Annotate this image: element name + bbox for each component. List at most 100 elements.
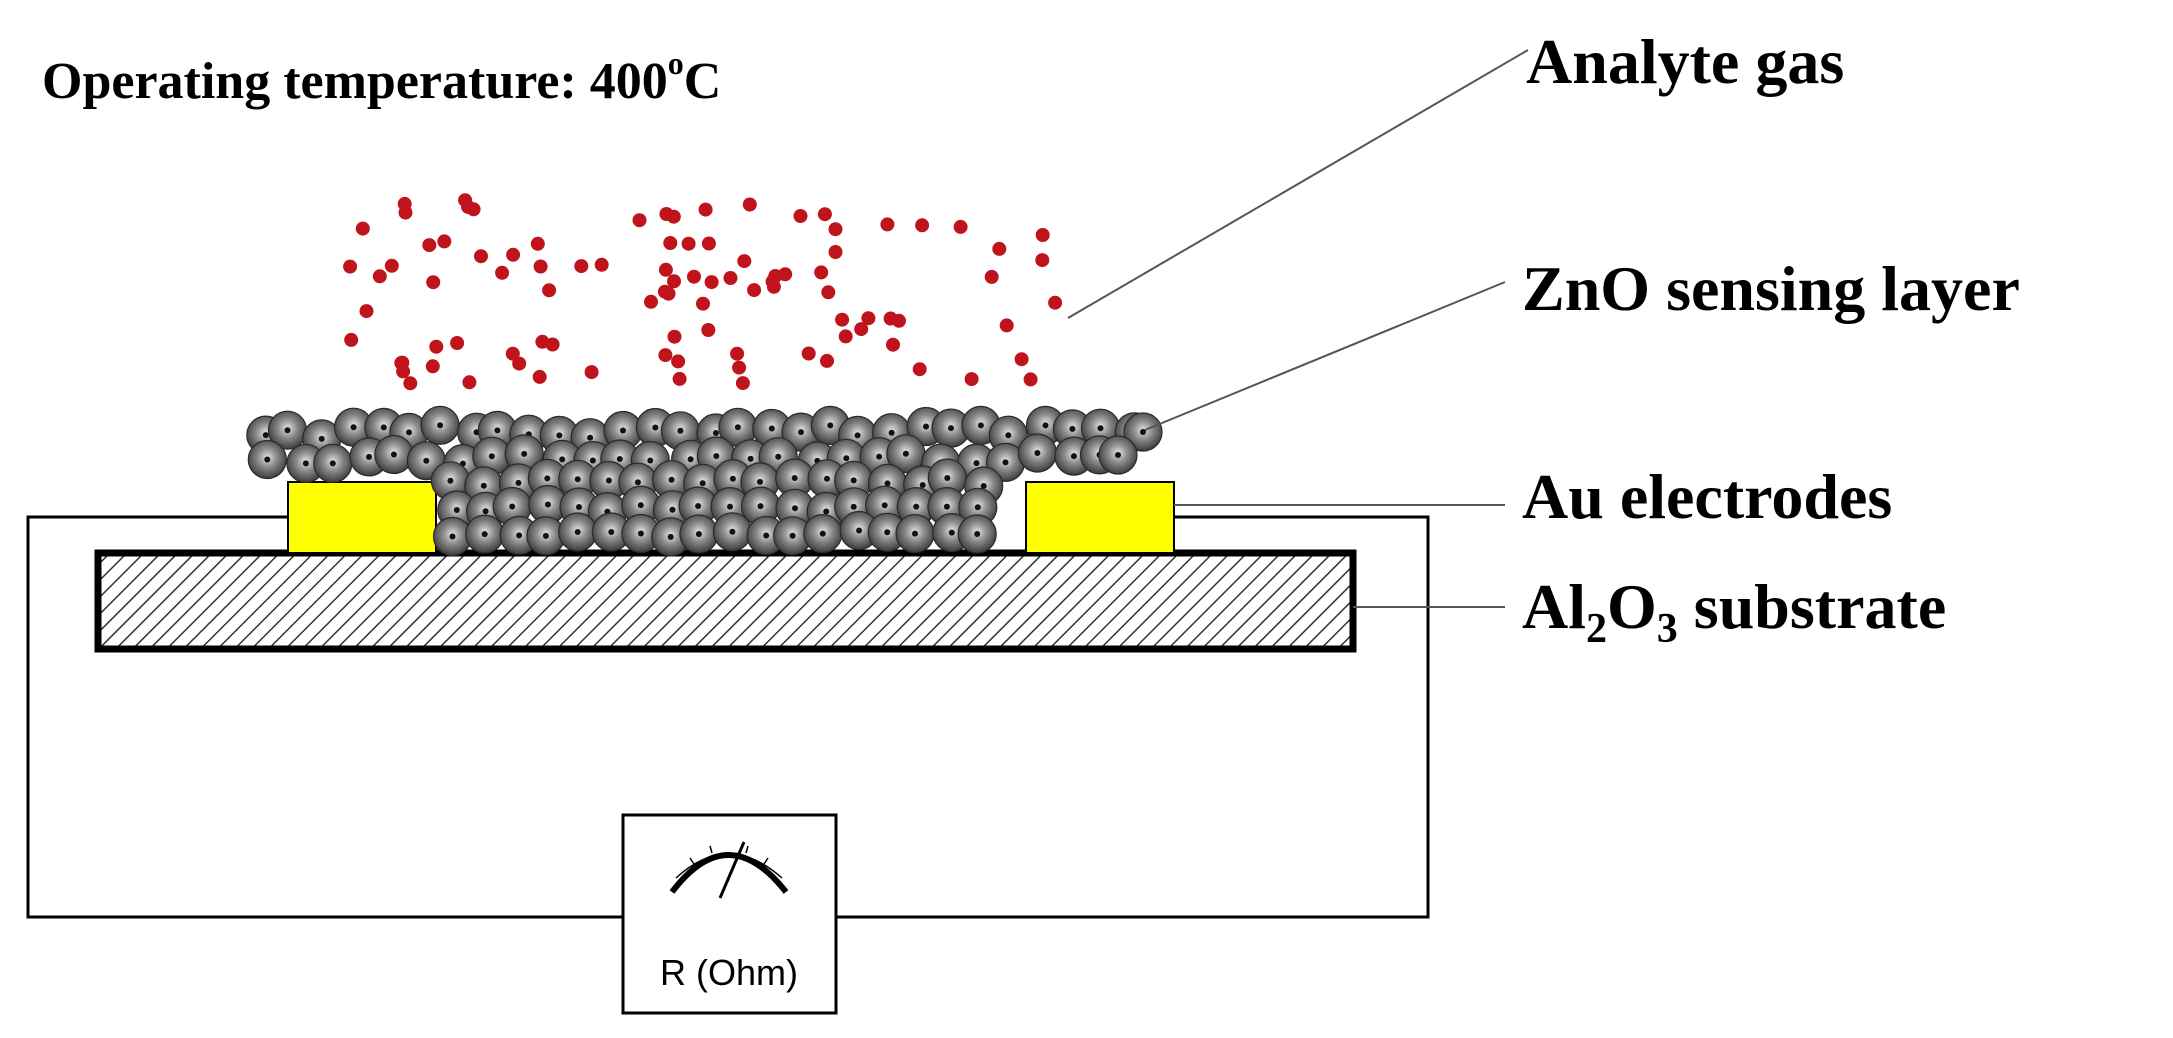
- operating-temperature-label: Operating temperature: 400oC: [42, 45, 721, 110]
- degree-symbol: o: [668, 45, 684, 81]
- gas-particle: [450, 336, 465, 350]
- gas-particle: [747, 283, 762, 298]
- gas-particle: [880, 217, 895, 232]
- gas-particle: [355, 221, 370, 236]
- gas-particle: [505, 346, 520, 361]
- gas-particle: [732, 360, 747, 375]
- gas-particle: [659, 207, 674, 221]
- gas-particle: [701, 236, 716, 251]
- gas-particle: [821, 285, 836, 300]
- gas-particle: [701, 323, 716, 337]
- zno-sensing-layer: [246, 405, 1163, 557]
- zno-particle: [803, 513, 843, 554]
- circuit-wire: [26, 515, 1430, 919]
- al2o3-substrate-label: Al2O3 substrate: [1522, 571, 1946, 652]
- zno-particle: [432, 516, 473, 557]
- gas-particle: [426, 275, 441, 290]
- gas-particle: [735, 376, 750, 391]
- zno-particle: [957, 514, 997, 554]
- gas-particle: [437, 234, 452, 249]
- gas-particle: [422, 238, 437, 253]
- gas-particle: [530, 236, 545, 251]
- gas-particle: [814, 265, 829, 280]
- gas-particle: [1035, 253, 1050, 268]
- zno-sensing-layer-label: ZnO sensing layer: [1522, 253, 2020, 324]
- gas-particle: [644, 294, 658, 309]
- gas-particle: [658, 348, 673, 363]
- zno-particle: [651, 517, 691, 557]
- zno-particle: [374, 434, 414, 475]
- zno-particle: [651, 460, 692, 500]
- gas-particle: [778, 267, 793, 282]
- gas-particle: [915, 218, 930, 233]
- analyte-gas-label: Analyte gas: [1526, 26, 1844, 97]
- gas-particle: [667, 274, 681, 289]
- gas-particle: [698, 202, 713, 217]
- gas-particle: [766, 279, 781, 294]
- gas-particle: [801, 346, 816, 361]
- gas-particle: [372, 269, 387, 284]
- gas-particle: [425, 359, 440, 374]
- gas-particle: [984, 269, 999, 284]
- gas-particle: [594, 257, 609, 272]
- gas-particle: [458, 193, 473, 208]
- gas-particle: [532, 369, 547, 384]
- gas-particle: [704, 275, 719, 290]
- gas-particle: [632, 213, 647, 228]
- gas-particle: [512, 356, 527, 371]
- au-electrode-left: [287, 481, 437, 554]
- gas-particle: [533, 259, 548, 274]
- gas-particle: [394, 356, 409, 370]
- gas-particle: [429, 339, 444, 354]
- gas-particle: [658, 262, 673, 277]
- gas-particle: [912, 362, 927, 377]
- gas-particle: [403, 376, 418, 391]
- gas-particle: [696, 296, 710, 311]
- au-electrode-right: [1025, 481, 1175, 554]
- gas-particle: [835, 312, 850, 327]
- zno-particle: [895, 513, 935, 554]
- zno-particle: [313, 443, 353, 483]
- gas-particle: [999, 318, 1014, 333]
- analyte-gas-cloud: [343, 193, 1063, 391]
- gas-particle: [964, 372, 979, 387]
- zno-particle: [712, 512, 753, 552]
- gas-particle: [1023, 372, 1038, 387]
- gas-particle: [861, 311, 876, 326]
- gas-particle: [359, 304, 374, 319]
- gas-particle: [828, 222, 843, 237]
- leader-line-zno-layer: [1144, 281, 1506, 431]
- gas-particle: [1048, 295, 1063, 310]
- gas-particle: [495, 265, 510, 280]
- meter-label: R (Ohm): [660, 952, 798, 993]
- gas-particle: [992, 241, 1007, 256]
- gas-particle: [667, 329, 682, 344]
- gas-particle: [854, 322, 869, 337]
- gas-particle: [657, 284, 672, 299]
- gas-particle: [723, 271, 738, 285]
- gas-particle: [742, 197, 757, 212]
- gas-particle: [384, 258, 399, 273]
- gas-particle: [672, 371, 687, 386]
- zno-particle: [772, 516, 813, 556]
- gas-particle: [462, 375, 477, 390]
- gas-particle: [663, 236, 678, 250]
- gas-particle: [681, 236, 696, 251]
- zno-particle: [465, 514, 505, 554]
- gas-particle: [398, 205, 413, 220]
- gas-particle: [343, 259, 358, 274]
- gas-particle: [817, 207, 832, 222]
- gas-particle: [535, 334, 550, 349]
- gas-particle: [953, 219, 968, 234]
- gas-particle: [793, 209, 808, 223]
- zno-particle: [558, 512, 598, 552]
- gas-particle: [883, 311, 898, 326]
- gas-particle: [838, 329, 853, 344]
- gas-particle: [584, 365, 599, 380]
- zno-particle: [1098, 435, 1138, 475]
- zno-particle: [1017, 433, 1058, 473]
- gas-particle: [1014, 352, 1029, 367]
- gas-particle: [574, 259, 589, 274]
- gas-particle: [820, 353, 834, 368]
- leader-line-analyte-gas: [1067, 49, 1529, 319]
